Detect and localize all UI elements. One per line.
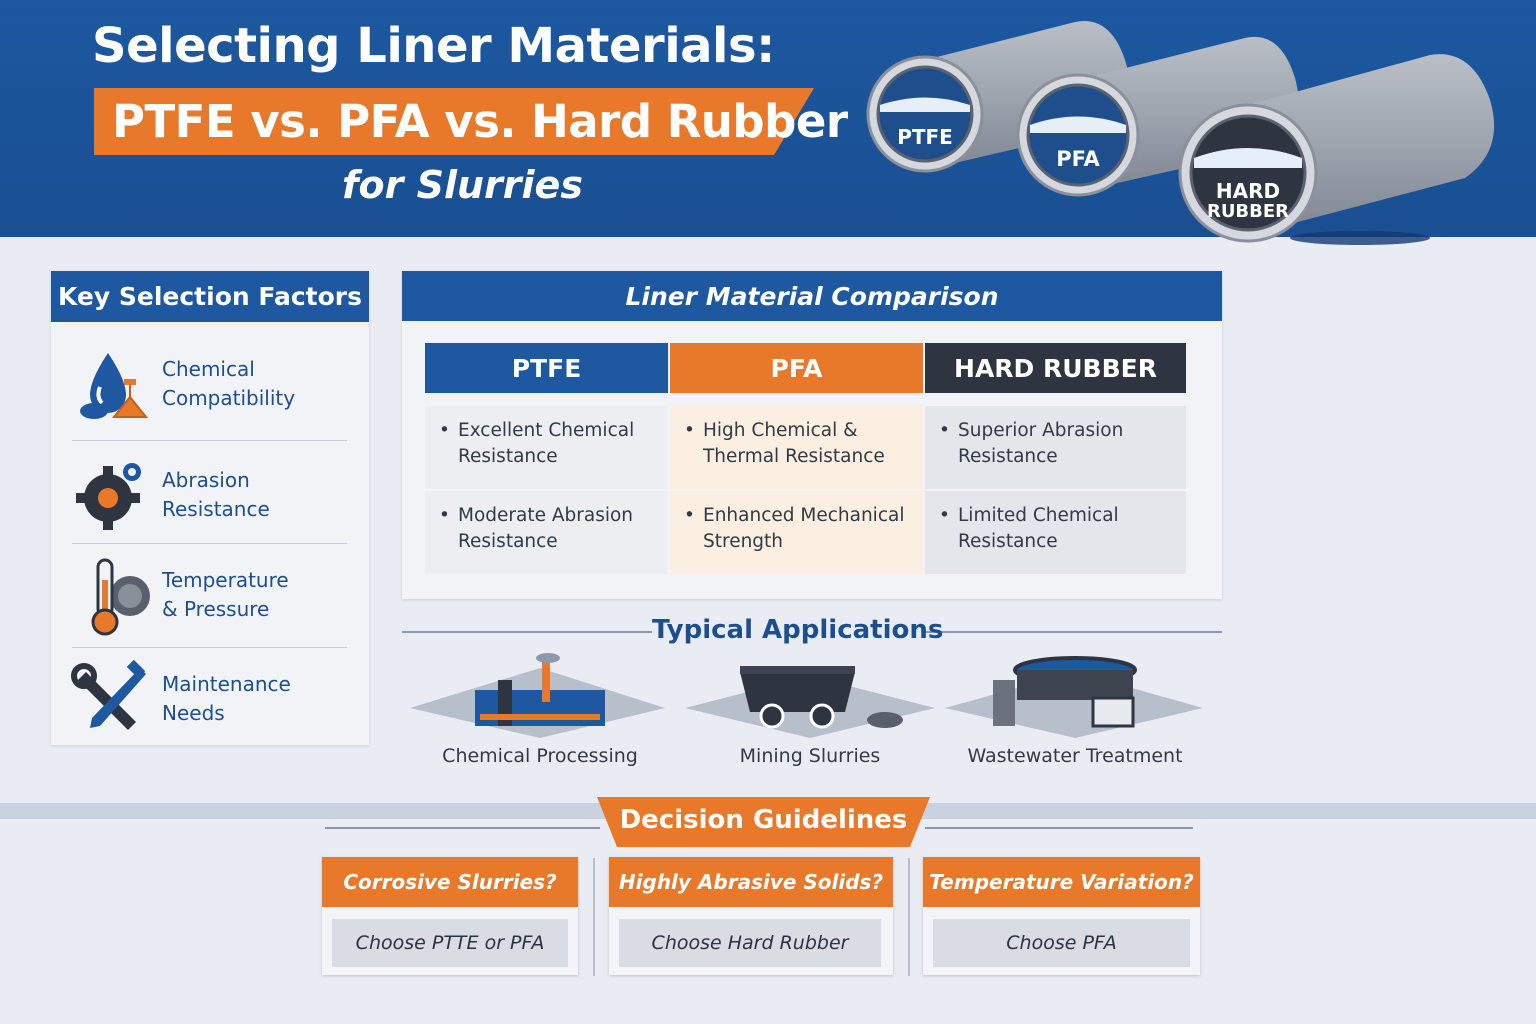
divider-line — [402, 631, 652, 633]
divider — [72, 647, 347, 648]
cell-text: Strength — [703, 531, 784, 552]
cell-text: Resistance — [458, 446, 558, 467]
decision-card-temperature: Temperature Variation? Choose PFA — [923, 857, 1200, 975]
decision-question: Temperature Variation? — [923, 857, 1200, 907]
application-label: Chemical Processing — [442, 745, 638, 767]
divider — [908, 858, 910, 976]
bullet: • — [439, 420, 450, 441]
application-wastewater-treatment: Wastewater Treatment — [945, 650, 1205, 780]
decision-answer: Choose Hard Rubber — [619, 919, 881, 967]
divider-line — [925, 827, 1193, 829]
cell-text: Resistance — [958, 531, 1058, 552]
decision-banner — [597, 797, 930, 847]
decision-card-corrosive: Corrosive Slurries? Choose PTTE or PFA — [322, 857, 578, 975]
cell-text: Moderate Abrasion — [458, 505, 634, 526]
applications-title: Typical Applications — [652, 615, 944, 645]
divider-line — [922, 631, 1222, 633]
pipe-label-ptfe: PTFE — [897, 125, 953, 149]
factor-abrasion-line2: Resistance — [162, 497, 270, 521]
factor-maintenance-line2: Needs — [162, 701, 225, 725]
column-header-hard-rubber: HARD RUBBER — [925, 343, 1186, 393]
cell-text: Excellent Chemical — [458, 420, 635, 441]
bullet: • — [684, 505, 695, 526]
factor-abrasion-line1: Abrasion — [162, 468, 250, 492]
page-tagline: for Slurries — [342, 163, 583, 207]
divider — [72, 440, 347, 441]
thermometer-gauge-icon — [91, 558, 150, 636]
key-factors-title: Key Selection Factors — [51, 271, 369, 322]
cell-text: High Chemical & — [703, 420, 858, 441]
divider — [72, 543, 347, 544]
application-chemical-processing: Chemical Processing — [410, 650, 670, 780]
pipe-pfa: PFA — [1016, 36, 1299, 197]
application-label: Mining Slurries — [739, 745, 881, 767]
factor-chemical-line1: Chemical — [162, 357, 255, 381]
decision-answer: Choose PFA — [933, 919, 1190, 967]
page-title: Selecting Liner Materials: — [92, 18, 775, 74]
factor-temperature-line1: Temperature — [162, 568, 289, 592]
gears-icon — [76, 463, 141, 530]
cell-pfa-1: • High Chemical & Thermal Resistance — [670, 406, 923, 489]
column-header-pfa: PFA — [670, 343, 923, 393]
decision-question: Highly Abrasive Solids? — [609, 857, 893, 907]
decision-title: Decision Guidelines — [619, 805, 908, 835]
cell-text: Resistance — [958, 446, 1058, 467]
bullet: • — [439, 505, 450, 526]
page-subtitle: PTFE vs. PFA vs. Hard Rubber — [112, 95, 848, 148]
bullet: • — [939, 420, 950, 441]
cell-text: Resistance — [458, 531, 558, 552]
subtitle-ribbon — [94, 88, 814, 155]
chemical-drop-flask-icon — [80, 353, 149, 419]
pipe-label-hard: HARD — [1216, 179, 1280, 203]
factor-chemical-line2: Compatibility — [162, 386, 296, 410]
treatment-plant-icon — [945, 656, 1203, 738]
factor-temperature: Temperature & Pressure — [70, 556, 347, 656]
wrench-screwdriver-icon — [71, 660, 146, 730]
factor-temperature-line2: & Pressure — [162, 597, 270, 621]
bullet: • — [684, 420, 695, 441]
comparison-title: Liner Material Comparison — [402, 271, 1222, 321]
cell-text: Enhanced Mechanical — [703, 505, 905, 526]
cell-text: Limited Chemical — [958, 505, 1119, 526]
bullet: • — [939, 505, 950, 526]
application-mining-slurries: Mining Slurries — [680, 650, 940, 780]
decision-answer: Choose PTTE or PFA — [332, 919, 568, 967]
column-header-ptfe: PTFE — [425, 343, 668, 393]
cell-text: Superior Abrasion — [958, 420, 1124, 441]
pipe-label-rubber: RUBBER — [1207, 201, 1289, 222]
pipes-illustration: PTFE PFA HARD RUBBER — [866, 21, 1495, 245]
application-label: Wastewater Treatment — [967, 745, 1183, 767]
mining-cart-icon — [685, 666, 935, 738]
pipe-hard-rubber: HARD RUBBER — [1178, 54, 1495, 243]
decision-question: Corrosive Slurries? — [322, 857, 578, 907]
decision-card-abrasive: Highly Abrasive Solids? Choose Hard Rubb… — [609, 857, 893, 975]
divider — [593, 858, 595, 976]
factor-maintenance-line1: Maintenance — [162, 672, 291, 696]
factory-icon — [410, 653, 665, 738]
cell-text: Thermal Resistance — [703, 446, 885, 467]
pipe-label-pfa: PFA — [1056, 147, 1100, 171]
divider-line — [325, 827, 600, 829]
